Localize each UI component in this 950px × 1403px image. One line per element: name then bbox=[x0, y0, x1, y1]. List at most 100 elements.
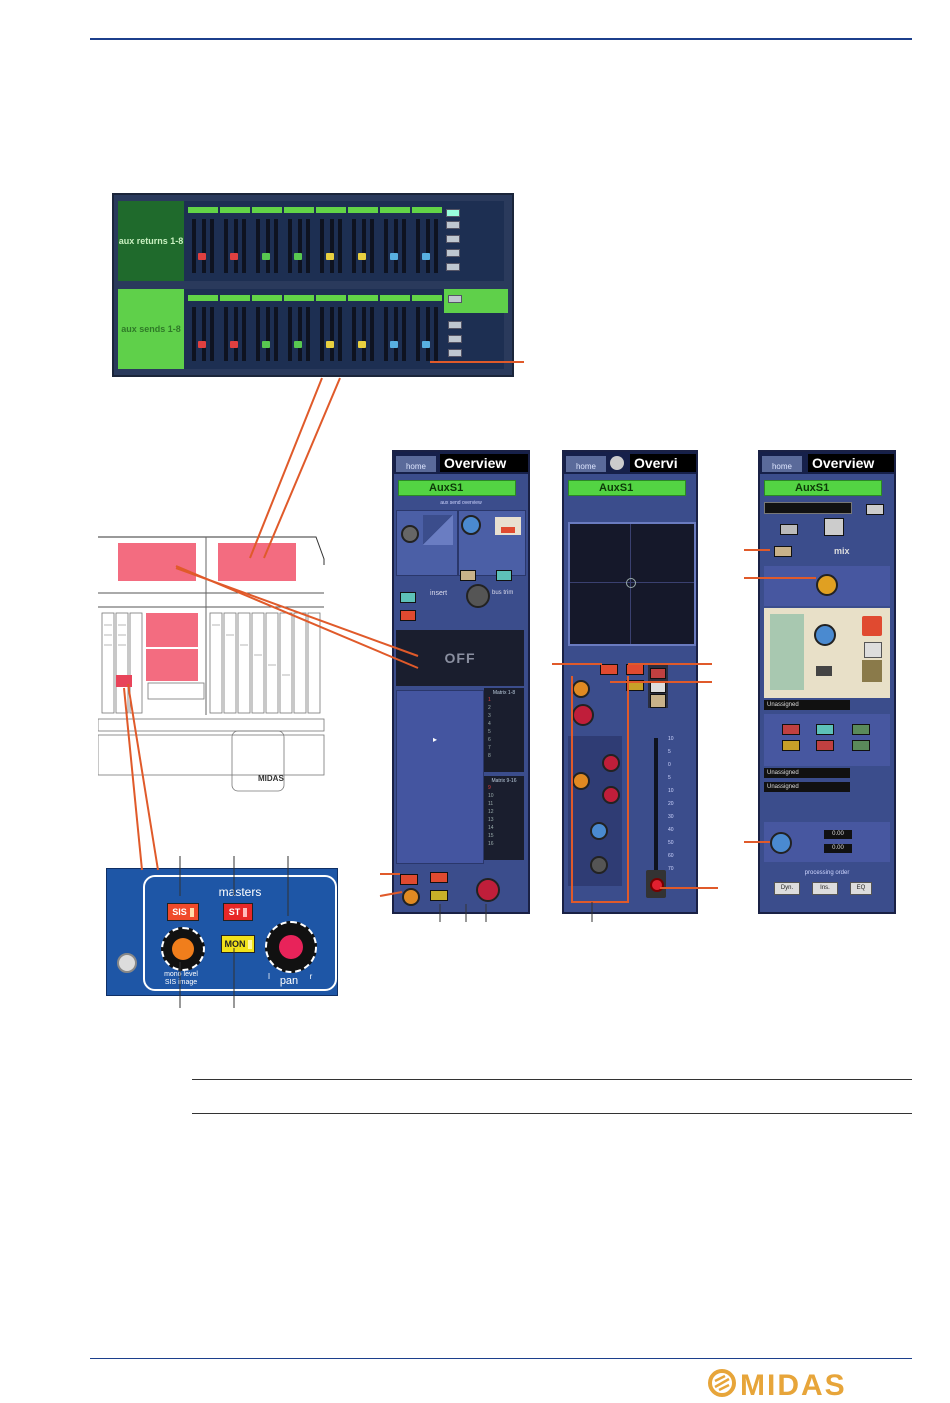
st-button[interactable]: ST bbox=[223, 903, 253, 921]
sis-button[interactable]: SIS bbox=[167, 903, 199, 921]
matrix-row[interactable]: 1 bbox=[488, 697, 491, 703]
meter-alert-icon[interactable] bbox=[862, 616, 882, 636]
fader-cap[interactable] bbox=[262, 253, 270, 260]
tab-bar: home Overview bbox=[760, 452, 894, 474]
matrix-row[interactable]: 12 bbox=[488, 809, 494, 815]
matrix-row[interactable]: 6 bbox=[488, 737, 491, 743]
matrix-row[interactable]: 2 bbox=[488, 705, 491, 711]
fader-cap[interactable] bbox=[422, 341, 430, 348]
aux-channel-strip bbox=[284, 207, 316, 277]
output-select-button[interactable] bbox=[866, 504, 884, 515]
dyn-order-button[interactable]: Dyn. bbox=[774, 882, 800, 895]
midas-logo-text: MIDAS bbox=[740, 1369, 847, 1398]
unassigned-field-2[interactable]: Unassigned bbox=[764, 768, 850, 778]
delay-knob[interactable] bbox=[770, 832, 792, 854]
fader-cap[interactable] bbox=[198, 253, 206, 260]
back-icon[interactable] bbox=[610, 456, 624, 470]
mix-btn-2[interactable] bbox=[824, 518, 844, 536]
fader-cap[interactable] bbox=[358, 253, 366, 260]
matrix-row[interactable]: 7 bbox=[488, 745, 491, 751]
fader-slot bbox=[224, 219, 228, 273]
fader-cap[interactable] bbox=[230, 341, 238, 348]
bus-link-button[interactable] bbox=[496, 570, 512, 581]
channel-tag bbox=[380, 207, 410, 213]
mono-level-knob[interactable] bbox=[161, 927, 205, 971]
eq-knob[interactable] bbox=[401, 525, 419, 543]
insert-in-button[interactable] bbox=[400, 610, 416, 621]
strip-btn-3[interactable] bbox=[626, 680, 644, 691]
home-tab[interactable]: home bbox=[396, 456, 436, 472]
matrix-row[interactable]: 9 bbox=[488, 785, 491, 791]
fader-cap[interactable] bbox=[326, 253, 334, 260]
matrix-row[interactable]: 13 bbox=[488, 817, 494, 823]
home-tab[interactable]: home bbox=[566, 456, 606, 472]
fader-cap[interactable] bbox=[294, 253, 302, 260]
surround-panner[interactable] bbox=[568, 522, 696, 646]
matrix-row[interactable]: 10 bbox=[488, 793, 494, 799]
fader-cap[interactable] bbox=[230, 253, 238, 260]
matrix-row[interactable]: 16 bbox=[488, 841, 494, 847]
channel-name: AuxS1 bbox=[764, 480, 882, 496]
fader-cap[interactable] bbox=[390, 253, 398, 260]
aux-pan-knob[interactable] bbox=[476, 878, 500, 902]
bus-trim-knob[interactable] bbox=[466, 584, 490, 608]
meter-btn-1[interactable] bbox=[864, 642, 882, 658]
fader-cap[interactable] bbox=[198, 341, 206, 348]
ins-order-button[interactable]: Ins. bbox=[812, 882, 838, 895]
panner-position-icon[interactable] bbox=[626, 578, 636, 588]
matrix-row[interactable]: 14 bbox=[488, 825, 494, 831]
insert-button[interactable] bbox=[400, 592, 416, 603]
matrix-row[interactable]: 4 bbox=[488, 721, 491, 727]
delay-value-1[interactable]: 0.00 bbox=[824, 830, 852, 839]
matrix-row[interactable]: 8 bbox=[488, 753, 491, 759]
unassigned-field-3[interactable]: Unassigned bbox=[764, 782, 850, 792]
mon-button[interactable]: MON bbox=[221, 935, 255, 953]
home-tab[interactable]: home bbox=[762, 456, 802, 472]
overview-tab[interactable]: Overview bbox=[808, 454, 894, 472]
meter-btn-3[interactable] bbox=[816, 666, 832, 676]
pan-knob[interactable] bbox=[265, 921, 317, 973]
fader-cap[interactable] bbox=[262, 341, 270, 348]
aux-strip-screenshot: aux returns 1-8 aux sends 1-8 bbox=[112, 193, 514, 377]
mon-button-label: MON bbox=[224, 939, 246, 949]
fader-slot bbox=[426, 219, 430, 273]
expand-arrow-icon[interactable]: ▸ bbox=[433, 735, 438, 744]
bus-trim-knob[interactable] bbox=[816, 574, 838, 596]
matrix-row[interactable]: 15 bbox=[488, 833, 494, 839]
fader-slot bbox=[224, 307, 228, 361]
fader-slot bbox=[352, 307, 356, 361]
fader-cap[interactable] bbox=[358, 341, 366, 348]
fader-slot bbox=[288, 307, 292, 361]
delay-value-2[interactable]: 0.00 bbox=[824, 844, 852, 853]
aux-mute-button[interactable] bbox=[430, 890, 448, 901]
dyn-knob[interactable] bbox=[461, 515, 481, 535]
fader-cap[interactable] bbox=[294, 341, 302, 348]
fader-cap[interactable] bbox=[326, 341, 334, 348]
mix-btn-1[interactable] bbox=[780, 524, 798, 535]
meter-knob[interactable] bbox=[814, 624, 836, 646]
aux-channel-strip bbox=[220, 295, 252, 365]
matrix-row[interactable]: 3 bbox=[488, 713, 491, 719]
bus-trim-button[interactable] bbox=[460, 570, 476, 581]
mon-led-icon bbox=[247, 939, 252, 949]
aux-pre-button[interactable] bbox=[400, 874, 418, 885]
aux-on-button[interactable] bbox=[430, 872, 448, 883]
dyn-display bbox=[495, 517, 521, 535]
matrix-row[interactable]: 11 bbox=[488, 801, 494, 807]
meter-btn-2[interactable] bbox=[862, 660, 882, 682]
overview-tab[interactable]: Overview bbox=[440, 454, 528, 472]
output-select[interactable] bbox=[764, 502, 852, 514]
mix-mode-button[interactable] bbox=[774, 546, 792, 557]
unassigned-field-1[interactable]: Unassigned bbox=[764, 700, 850, 710]
eq-panel bbox=[396, 510, 458, 576]
fader-cap[interactable] bbox=[390, 341, 398, 348]
matrix-row[interactable]: 5 bbox=[488, 729, 491, 735]
caption-rule-top bbox=[192, 1079, 912, 1080]
aux-level-knob[interactable] bbox=[402, 888, 420, 906]
strip-btn-1[interactable] bbox=[600, 664, 618, 675]
fader-cap[interactable] bbox=[422, 253, 430, 260]
eq-order-button[interactable]: EQ bbox=[850, 882, 872, 895]
overview-tab[interactable]: Overvi bbox=[630, 454, 696, 472]
